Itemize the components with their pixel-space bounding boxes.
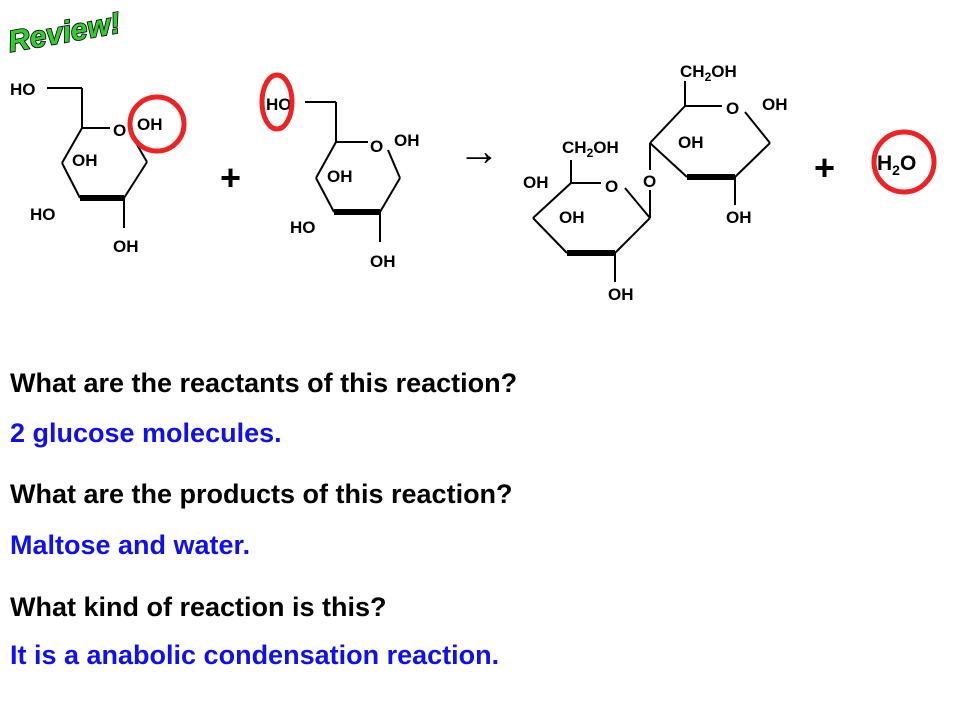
answer-reaction-type: It is a anabolic condensation reaction. — [10, 640, 500, 670]
answer-products: Maltose and water. — [10, 530, 251, 560]
label-oh: OH — [137, 115, 163, 134]
label-ho: HO — [10, 80, 36, 99]
highlight-circle-h — [259, 72, 295, 132]
water-formula: H2O — [877, 152, 916, 178]
label-oh: OH — [113, 237, 139, 256]
label-o: O — [370, 137, 383, 156]
label-oh: OH — [72, 151, 98, 170]
reaction-arrow: → — [458, 127, 500, 174]
label-ho: HO — [290, 218, 316, 237]
review-title: Review! — [5, 7, 122, 59]
maltose-labels: CH2OH O OH OH OH CH2OH O O OH OH OH — [523, 62, 788, 304]
glucose-1-labels: HO O OH OH HO OH — [10, 80, 163, 256]
label-oh: OH — [762, 95, 788, 114]
label-oh: OH — [394, 131, 420, 150]
label-oh: OH — [559, 208, 585, 227]
label-oh: OH — [523, 173, 549, 192]
glucose-2-labels: HO O OH OH HO OH — [266, 95, 420, 271]
label-oh: OH — [327, 167, 353, 186]
question-reaction-type: What kind of reaction is this? — [10, 592, 387, 622]
answer-reactants: 2 glucose molecules. — [10, 418, 282, 448]
label-oh: OH — [678, 133, 704, 152]
label-ho: HO — [30, 205, 56, 224]
label-oh: OH — [370, 252, 396, 271]
label-ch2oh: CH2OH — [680, 62, 737, 84]
label-ho: HO — [266, 95, 292, 114]
question-products: What are the products of this reaction? — [10, 479, 513, 509]
highlight-circle-water — [871, 129, 937, 195]
highlight-circle-oh — [127, 94, 187, 154]
label-ch2oh: CH2OH — [562, 138, 619, 160]
label-o: O — [605, 177, 618, 196]
label-o: O — [643, 172, 656, 191]
glucose-molecule-2 — [305, 101, 401, 242]
label-o: O — [726, 99, 739, 118]
question-reactants: What are the reactants of this reaction? — [10, 368, 518, 398]
plus-sign: + — [814, 147, 835, 188]
plus-sign: + — [220, 157, 241, 198]
maltose-molecule — [532, 81, 771, 282]
label-oh: OH — [608, 285, 634, 304]
label-o: O — [113, 121, 126, 140]
reaction-diagram: Review! HO O OH OH HO OH + HO O OH — [5, 6, 937, 304]
label-oh: OH — [726, 208, 752, 227]
